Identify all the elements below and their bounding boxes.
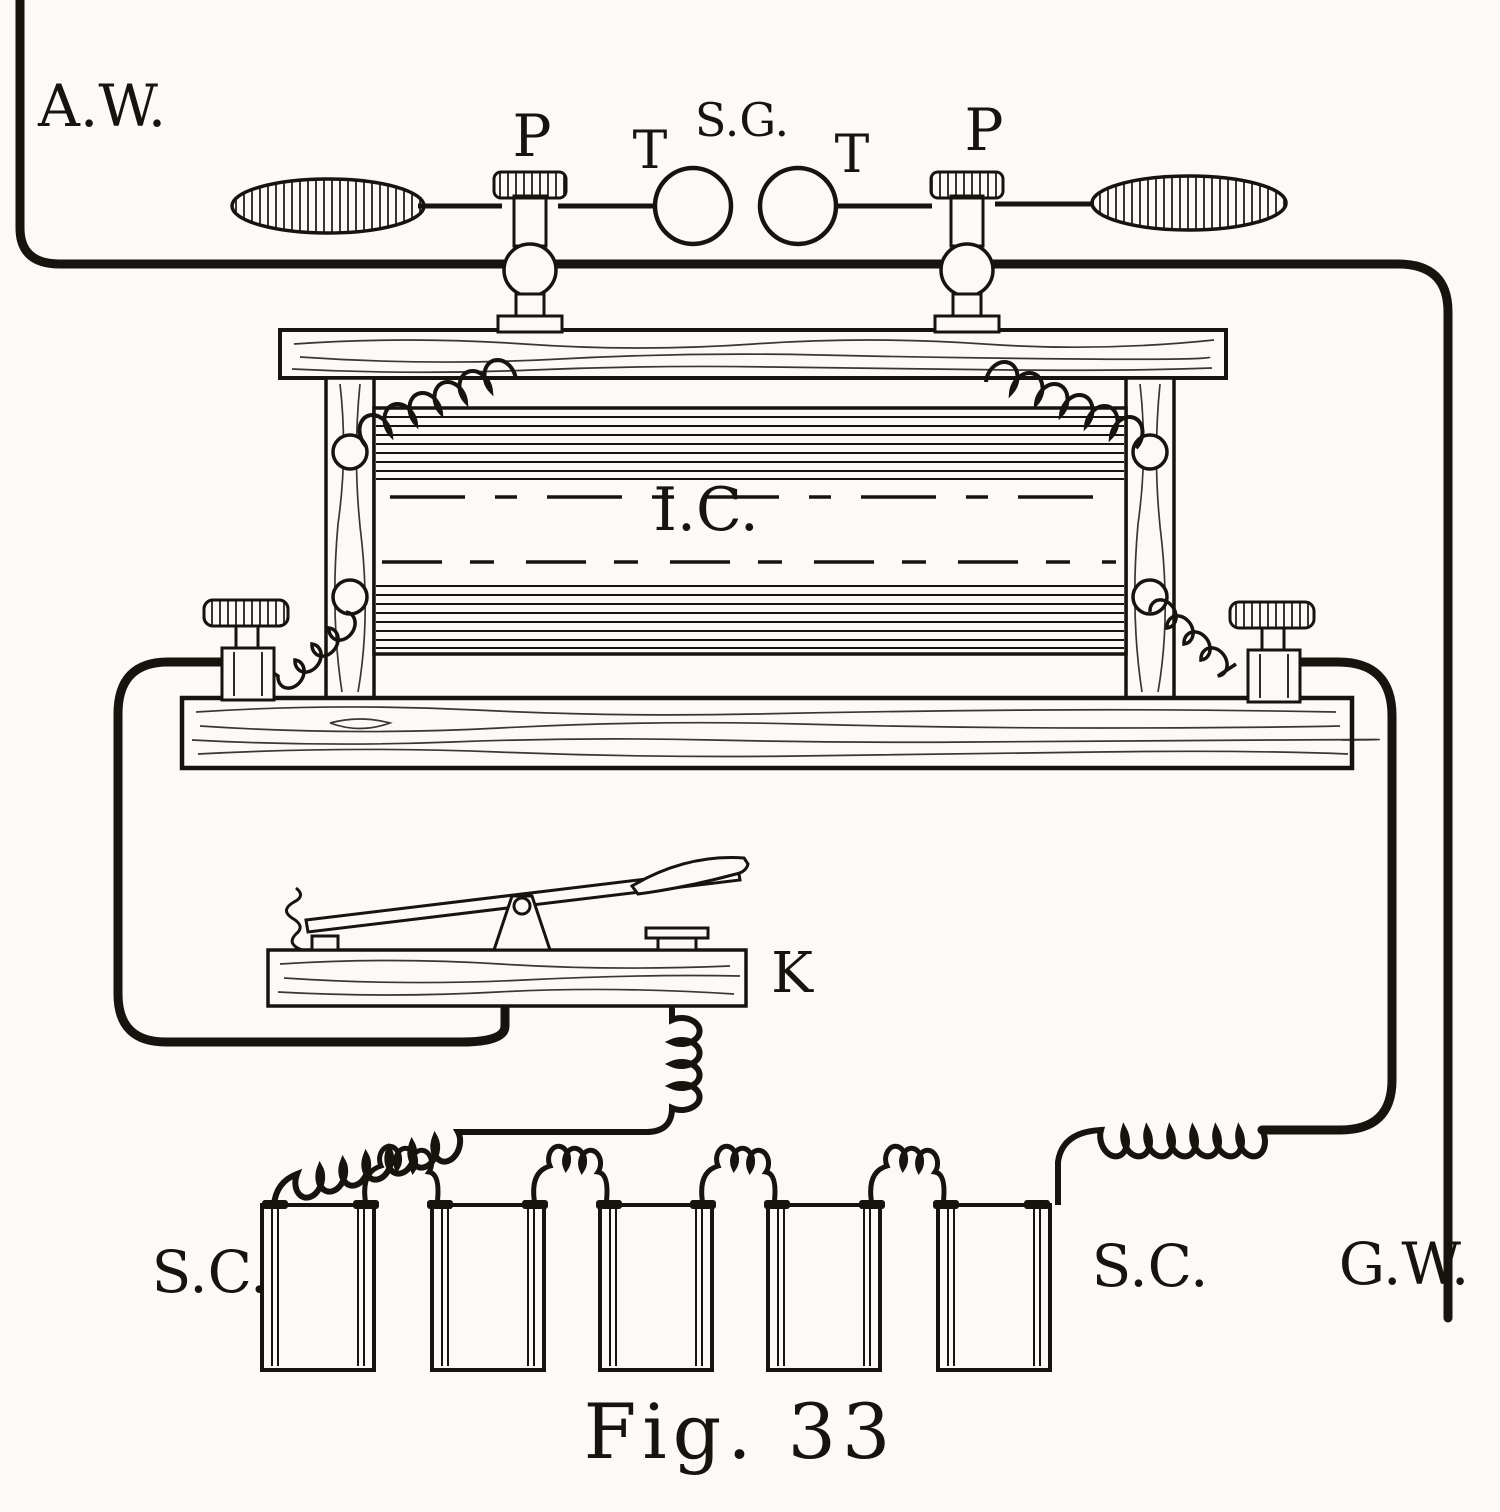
battery-cell — [260, 1203, 376, 1372]
key-left-clamp — [310, 934, 340, 952]
coil-wire-lower-left — [265, 610, 357, 690]
label-spark-gap: S.G. — [695, 93, 789, 147]
coil-terminal-screw — [1131, 578, 1169, 616]
cell-connector — [531, 1143, 610, 1206]
coil-terminal-screw — [331, 578, 369, 616]
right-loop-wire — [1257, 657, 1397, 1135]
label-left-pillar: P — [512, 102, 551, 170]
spark-ball-right — [757, 165, 839, 247]
label-aerial-wire: A.W. — [37, 72, 166, 140]
label-cells-right: S.C. — [1092, 1232, 1209, 1300]
left-loop-wire — [113, 657, 510, 1047]
coil-terminal-screw — [1131, 433, 1169, 471]
top-board — [278, 328, 1228, 380]
coil-wire-lower-right — [1148, 598, 1237, 678]
key-knob — [629, 856, 750, 896]
key-pivot — [491, 894, 553, 952]
induction-coil — [331, 406, 1169, 656]
right-battery-wire — [1055, 1122, 1268, 1205]
spiral-connecting-wires — [265, 358, 1237, 690]
circuit-wires — [15, 0, 1453, 1323]
label-ground-wire: G.W. — [1339, 1230, 1470, 1298]
coil-wire-top-left — [357, 358, 518, 448]
label-telegraph-key: K — [771, 941, 814, 1006]
cell-connector — [868, 1143, 947, 1206]
battery-cell — [766, 1203, 882, 1372]
right-handle — [1090, 174, 1288, 232]
label-induction-coil: I.C. — [653, 475, 759, 545]
cell-connector — [699, 1143, 778, 1206]
key-contact-base — [656, 936, 698, 952]
label-right-pillar: P — [964, 96, 1003, 164]
label-cells-left: S.C. — [152, 1238, 269, 1306]
spark-rod — [418, 201, 1094, 209]
battery-lead-wires — [271, 1006, 1268, 1206]
spark-ball-left — [652, 165, 734, 247]
coil-wire-top-right — [984, 360, 1145, 450]
spark-gap-assembly — [230, 165, 1288, 334]
left-pillar — [492, 170, 568, 334]
figure-caption: Fig. 33 — [584, 1387, 897, 1476]
battery-cell — [430, 1203, 546, 1372]
battery-cell — [936, 1203, 1052, 1372]
base-board — [179, 695, 1380, 771]
battery-of-cells — [260, 1143, 1052, 1372]
key-spring — [285, 886, 303, 952]
label-left-terminal: T — [633, 121, 668, 181]
aerial-to-ground-wire — [15, 0, 1453, 1323]
coil-terminal-screw — [331, 433, 369, 471]
telegraph-key — [266, 856, 750, 1008]
cell-connector — [362, 1143, 441, 1206]
left-handle — [230, 177, 426, 235]
right-post — [1124, 376, 1176, 700]
battery-cell — [598, 1203, 714, 1372]
key-battery-wire — [271, 1006, 703, 1206]
left-binding-post — [202, 598, 290, 702]
label-right-terminal: T — [835, 125, 870, 185]
right-binding-post — [1228, 600, 1316, 704]
right-pillar — [929, 170, 1005, 334]
